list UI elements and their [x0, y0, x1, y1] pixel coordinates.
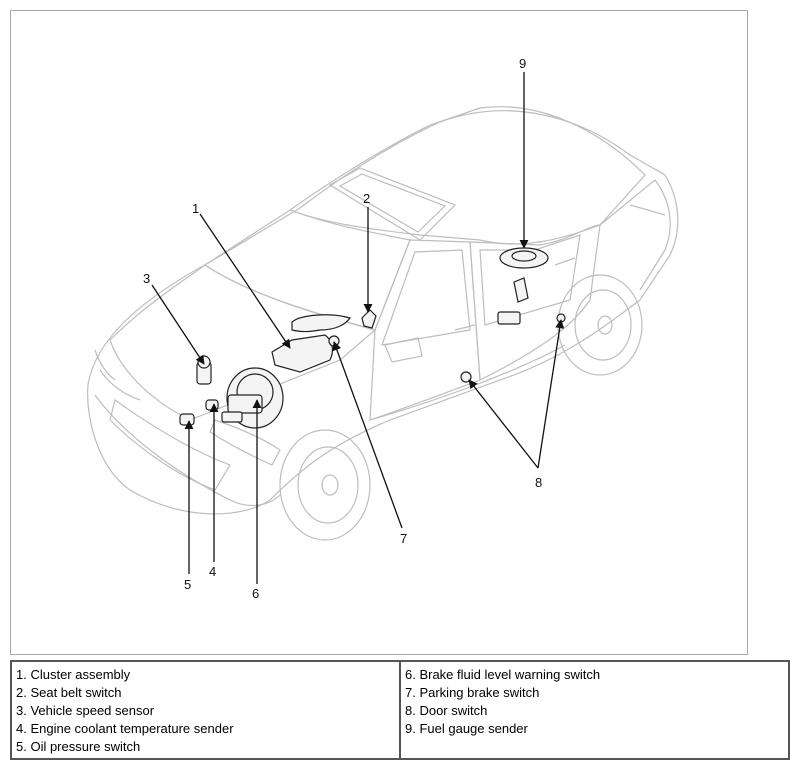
- leader-7: [332, 341, 403, 529]
- rear-door: [469, 224, 601, 381]
- legend-item-6: 6. Brake fluid level warning switch: [405, 667, 601, 682]
- sunroof: [328, 167, 457, 241]
- grille: [109, 398, 231, 491]
- legend-item-9: 9. Fuel gauge sender: [405, 721, 528, 736]
- callout-2: 2: [363, 191, 370, 206]
- callout-4: 4: [209, 564, 216, 579]
- car-component-diagram: 1 2 3 4 5 6 7 8 9: [87, 56, 679, 601]
- callout-6: 6: [252, 586, 259, 601]
- front-wheel: [279, 429, 371, 541]
- leader-3: [151, 284, 205, 365]
- callout-3: 3: [143, 271, 150, 286]
- leader-lines: [151, 72, 565, 584]
- figure-frame: [10, 10, 748, 655]
- legend-item-7: 7. Parking brake switch: [405, 685, 540, 700]
- seat-belt-switch: [361, 309, 377, 329]
- callout-8: 8: [535, 475, 542, 490]
- dash-panel: [291, 314, 351, 333]
- car-body: [87, 110, 679, 515]
- car-roof: [288, 106, 646, 245]
- car-outline: [87, 106, 679, 541]
- parking-brake-switch: [328, 335, 340, 347]
- legend-table: 1. Cluster assembly 2. Seat belt switch …: [10, 660, 790, 760]
- fuel-gauge-sender: [513, 277, 529, 303]
- legend-item-1: 1. Cluster assembly: [16, 667, 131, 682]
- coolant-temp-sender: [205, 399, 219, 411]
- callout-7: 7: [400, 531, 407, 546]
- side-mirror: [384, 337, 423, 363]
- leader-1: [199, 213, 291, 349]
- legend-item-8: 8. Door switch: [405, 703, 488, 718]
- callout-1: 1: [192, 201, 199, 216]
- legend-column-right: 6. Brake fluid level warning switch 7. P…: [399, 662, 788, 758]
- callout-labels: 1 2 3 4 5 6 7 8 9: [143, 56, 542, 601]
- legend-item-4: 4. Engine coolant temperature sender: [16, 721, 234, 736]
- leader-8a: [468, 379, 539, 469]
- legend-item-3: 3. Vehicle speed sensor: [16, 703, 155, 718]
- components: [179, 247, 566, 429]
- callout-9: 9: [519, 56, 526, 71]
- leader-8b: [537, 319, 565, 469]
- legend-column-left: 1. Cluster assembly 2. Seat belt switch …: [12, 662, 399, 758]
- callout-5: 5: [184, 577, 191, 592]
- headlight: [209, 419, 281, 466]
- legend-item-2: 2. Seat belt switch: [16, 685, 122, 700]
- legend-item-5: 5. Oil pressure switch: [16, 739, 141, 754]
- oil-pressure-switch: [179, 413, 195, 426]
- windshield: [203, 209, 411, 331]
